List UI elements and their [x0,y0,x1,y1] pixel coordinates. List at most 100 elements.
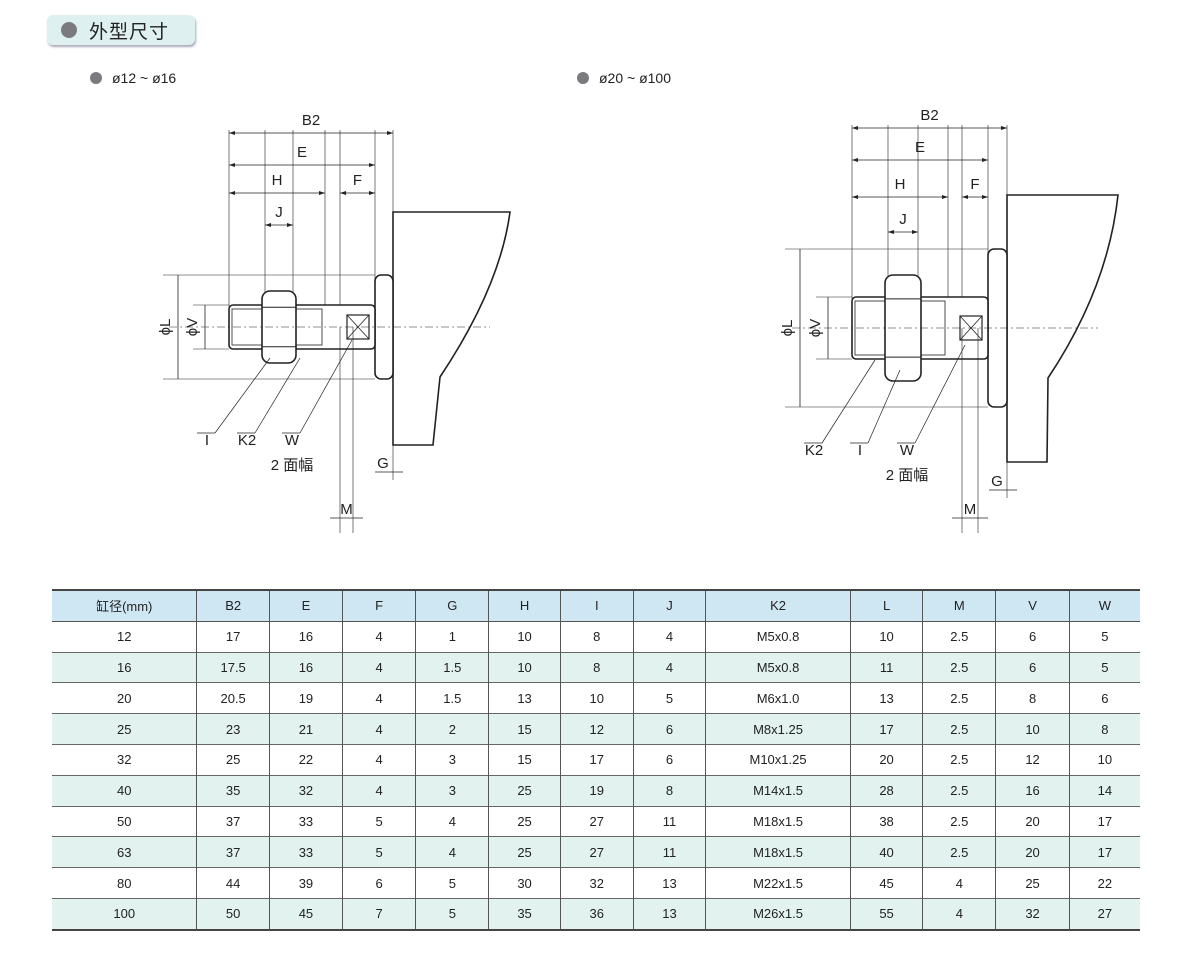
table-cell: 16 [268,621,343,653]
column-header: L [849,590,923,622]
table-cell: 6 [1068,682,1140,714]
table-cell: 20.5 [196,682,270,714]
table-cell: 13 [849,682,923,714]
column-header: F [342,590,416,622]
section-title-tab: 外型尺寸 [47,15,195,45]
dimension-label: E [915,139,925,156]
table-cell: 11 [849,652,923,683]
table-cell: 21 [268,713,343,745]
table-cell: 12 [995,744,1070,776]
table-cell: M8x1.25 [705,713,851,745]
table-cell: 5 [415,898,489,930]
table-cell: 1.5 [415,652,489,683]
table-cell: M5x0.8 [705,621,851,653]
bracket-plate [392,211,511,446]
table-cell: 30 [488,867,561,899]
dimension-label: F [970,176,979,193]
table-cell: 12 [116,629,132,645]
column-header: W [1068,590,1140,622]
table-cell: 36 [559,898,634,930]
column-header: J [632,590,706,622]
table-cell: 17 [849,713,923,745]
table-cell: 5 [1068,621,1140,653]
table-cell: 2.5 [922,775,996,807]
table-cell: 25 [196,744,270,776]
table-cell: M18x1.5 [705,836,851,868]
table-cell: 5 [1068,652,1140,683]
table-cell: M18x1.5 [705,806,851,837]
table-cell: 10 [488,621,561,653]
table-cell: 2 [415,713,489,745]
diagram-caption-large: ø20 ~ ø100 [577,70,671,86]
table-cell: 2.5 [922,621,996,653]
table-cell: 37 [196,836,270,868]
table-cell: 4 [342,744,416,776]
table-cell: 16 [268,652,343,683]
column-header: E [268,590,343,622]
table-cell: 27 [559,836,634,868]
arrow-icon [888,230,918,234]
table-cell: 8 [632,775,706,807]
table-cell: 22 [268,744,343,776]
table-cell: 11 [632,806,706,837]
table-cell: 1.5 [415,682,489,714]
table-cell: 45 [268,898,343,930]
column-header: B2 [196,590,270,622]
table-cell: 2.5 [922,744,996,776]
table-cell: 4 [922,898,996,930]
table-cell: 80 [116,875,132,891]
table-cell: 10 [995,713,1070,745]
dimension-label: G [377,455,389,472]
table-cell: 40 [116,783,132,799]
table-cell: 100 [113,906,136,922]
table-cell: 14 [1068,775,1140,807]
table-cell: 4 [342,652,416,683]
column-header: M [922,590,996,622]
table-cell: 32 [995,898,1070,930]
table-cell: 27 [1068,898,1140,930]
table-cell: 25 [995,867,1070,899]
table-cell: 17 [196,621,270,653]
table-cell: 5 [342,806,416,837]
table-cell: M5x0.8 [705,652,851,683]
table-cell: 16 [995,775,1070,807]
dimension-label: E [297,144,307,161]
table-cell: 19 [559,775,634,807]
column-header: 缸径(mm) [96,599,153,615]
dimension-label: B2 [302,112,320,129]
table-cell: 50 [196,898,270,930]
table-cell: 13 [632,898,706,930]
table-cell: 13 [632,867,706,899]
table-cell: 2.5 [922,806,996,837]
table-cell: 2.5 [922,836,996,868]
table-cell: 13 [488,682,561,714]
table-cell: 20 [116,690,132,706]
dimension-label: F [353,172,362,189]
table-cell: 40 [849,836,923,868]
table-cell: 22 [1068,867,1140,899]
table-cell: 28 [849,775,923,807]
table-cell: 50 [116,813,132,829]
column-header: H [488,590,561,622]
bullet-icon [61,22,77,38]
dimension-label: M [340,501,353,518]
table-cell: M6x1.0 [705,682,851,714]
table-cell: 4 [632,652,706,683]
table-cell: 8 [559,621,634,653]
dimension-label: I [205,432,209,449]
table-cell: 3 [415,744,489,776]
bullet-icon [577,72,589,84]
table-cell: 5 [632,682,706,714]
table-cell: 6 [995,621,1070,653]
dimension-label: W [900,442,915,459]
dimension-label: ϕL [779,320,796,337]
dimension-label: M [964,501,977,518]
table-cell: 12 [559,713,634,745]
dimension-label: ϕV [184,318,201,336]
range-label: ø20 ~ ø100 [599,70,671,86]
table-cell: 32 [116,752,132,768]
table-cell: 4 [342,713,416,745]
